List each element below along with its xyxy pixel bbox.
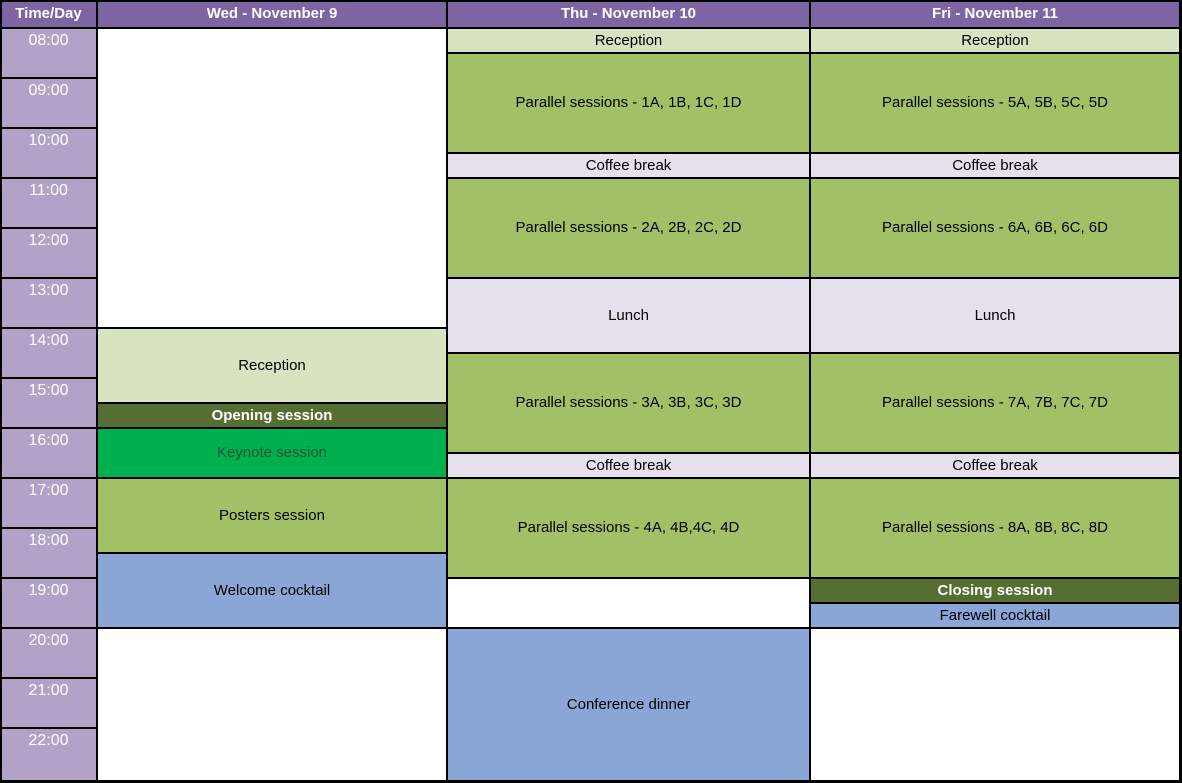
event-coffee-break: Coffee break xyxy=(447,153,810,178)
event-parallel-sessions-8a-8b-8c-8d: Parallel sessions - 8A, 8B, 8C, 8D xyxy=(810,478,1180,578)
time-cell-11-00: 11:00 xyxy=(0,178,97,228)
event-reception: Reception xyxy=(810,28,1180,53)
empty-cell xyxy=(97,28,447,328)
time-cell-17-00: 17:00 xyxy=(0,478,97,528)
time-cell-13-00: 13:00 xyxy=(0,278,97,328)
empty-cell xyxy=(810,628,1180,781)
event-coffee-break: Coffee break xyxy=(810,153,1180,178)
event-parallel-sessions-1a-1b-1c-1d: Parallel sessions - 1A, 1B, 1C, 1D xyxy=(447,53,810,153)
time-cell-20-00: 20:00 xyxy=(0,628,97,678)
time-cell-18-00: 18:00 xyxy=(0,528,97,578)
event-coffee-break: Coffee break xyxy=(810,453,1180,478)
event-reception: Reception xyxy=(97,328,447,403)
header-fri-november-11: Fri - November 11 xyxy=(810,0,1180,28)
time-cell-19-00: 19:00 xyxy=(0,578,97,628)
time-cell-22-00: 22:00 xyxy=(0,728,97,781)
event-posters-session: Posters session xyxy=(97,478,447,553)
event-parallel-sessions-2a-2b-2c-2d: Parallel sessions - 2A, 2B, 2C, 2D xyxy=(447,178,810,278)
event-welcome-cocktail: Welcome cocktail xyxy=(97,553,447,628)
event-farewell-cocktail: Farewell cocktail xyxy=(810,603,1180,628)
header-wed-november-9: Wed - November 9 xyxy=(97,0,447,28)
event-coffee-break: Coffee break xyxy=(447,453,810,478)
event-parallel-sessions-6a-6b-6c-6d: Parallel sessions - 6A, 6B, 6C, 6D xyxy=(810,178,1180,278)
time-cell-21-00: 21:00 xyxy=(0,678,97,728)
event-parallel-sessions-5a-5b-5c-5d: Parallel sessions - 5A, 5B, 5C, 5D xyxy=(810,53,1180,153)
time-cell-10-00: 10:00 xyxy=(0,128,97,178)
time-cell-15-00: 15:00 xyxy=(0,378,97,428)
event-parallel-sessions-4a-4b-4c-4d: Parallel sessions - 4A, 4B,4C, 4D xyxy=(447,478,810,578)
event-parallel-sessions-3a-3b-3c-3d: Parallel sessions - 3A, 3B, 3C, 3D xyxy=(447,353,810,453)
time-cell-12-00: 12:00 xyxy=(0,228,97,278)
event-conference-dinner: Conference dinner xyxy=(447,628,810,781)
event-closing-session: Closing session xyxy=(810,578,1180,603)
empty-cell xyxy=(97,628,447,781)
event-opening-session: Opening session xyxy=(97,403,447,428)
event-lunch: Lunch xyxy=(810,278,1180,353)
time-cell-16-00: 16:00 xyxy=(0,428,97,478)
empty-cell xyxy=(447,578,810,628)
event-lunch: Lunch xyxy=(447,278,810,353)
time-cell-08-00: 08:00 xyxy=(0,28,97,78)
time-cell-09-00: 09:00 xyxy=(0,78,97,128)
header-thu-november-10: Thu - November 10 xyxy=(447,0,810,28)
event-keynote-session: Keynote session xyxy=(97,428,447,478)
header-time-day: Time/Day xyxy=(0,0,97,28)
event-reception: Reception xyxy=(447,28,810,53)
event-parallel-sessions-7a-7b-7c-7d: Parallel sessions - 7A, 7B, 7C, 7D xyxy=(810,353,1180,453)
time-cell-14-00: 14:00 xyxy=(0,328,97,378)
